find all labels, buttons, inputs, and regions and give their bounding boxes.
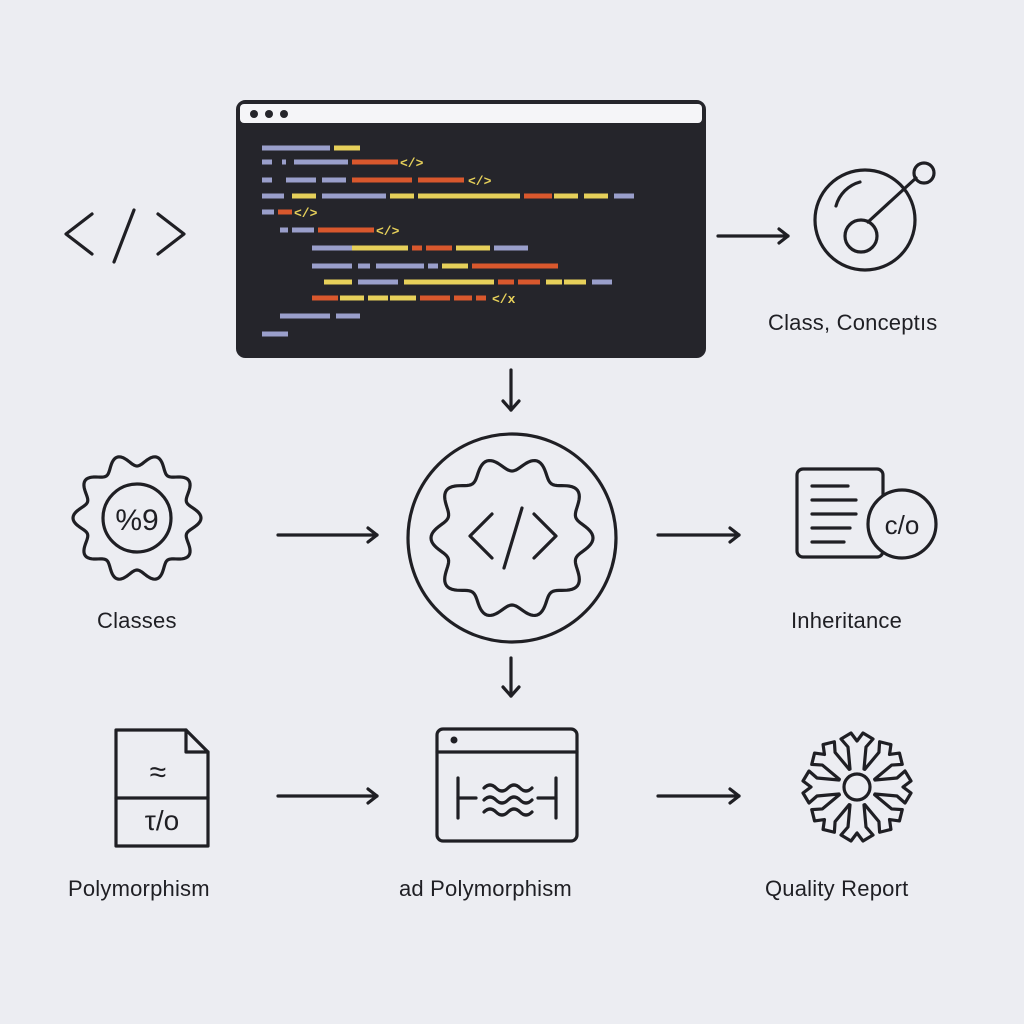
code-segment xyxy=(546,280,562,285)
code-segment xyxy=(592,280,612,285)
code-segment xyxy=(262,332,288,337)
code-segment xyxy=(292,228,314,233)
code-segment xyxy=(404,280,494,285)
code-tag-text: </> xyxy=(376,224,400,239)
browser-window-icon xyxy=(434,726,580,844)
code-segment xyxy=(454,296,472,301)
code-segment xyxy=(262,146,330,151)
code-segment xyxy=(262,210,274,215)
code-segment xyxy=(262,194,284,199)
code-segment xyxy=(340,296,364,301)
code-segment xyxy=(312,296,338,301)
code-segment xyxy=(418,194,520,199)
target-node-icon xyxy=(810,156,942,276)
code-segment xyxy=(614,194,634,199)
code-segment xyxy=(358,280,398,285)
code-editor-window: </> </> </> </> </x xyxy=(236,100,706,358)
code-segment xyxy=(352,246,408,251)
code-segment xyxy=(292,194,316,199)
code-segment xyxy=(476,296,486,301)
code-tag-text: </> xyxy=(294,206,318,221)
code-badge-icon xyxy=(404,430,620,646)
code-segment xyxy=(334,146,360,151)
code-segment xyxy=(282,160,286,165)
code-segment xyxy=(442,264,468,269)
code-segment xyxy=(324,280,352,285)
classes-glyph: %9 xyxy=(115,504,158,537)
code-segment xyxy=(286,178,316,183)
code-segment xyxy=(418,178,464,183)
code-segment xyxy=(280,314,330,319)
label-quality-report: Quality Report xyxy=(765,876,908,902)
code-segment xyxy=(352,178,412,183)
code-segment xyxy=(336,314,360,319)
arrow-window-to-quality xyxy=(656,786,744,806)
document-code-icon: c/o xyxy=(794,466,940,562)
code-segment xyxy=(412,246,422,251)
window-dot-3 xyxy=(280,110,288,118)
code-segment xyxy=(318,228,374,233)
code-segment xyxy=(322,178,346,183)
code-editor-graphic: </> </> </> </> </x xyxy=(236,100,706,358)
label-class-concepts: Class, Conceptıs xyxy=(768,310,938,336)
arrow-editor-to-center xyxy=(500,368,522,414)
code-segment xyxy=(368,296,388,301)
code-segment xyxy=(280,228,288,233)
arrow-center-to-inheritance xyxy=(656,525,744,545)
polymorphism-glyph-top: ≈ xyxy=(150,756,166,789)
code-segment xyxy=(564,280,586,285)
code-segment xyxy=(584,194,608,199)
code-tag-icon xyxy=(62,204,188,268)
arrow-polymorphism-to-window xyxy=(276,786,382,806)
code-segment xyxy=(428,264,438,269)
code-segment xyxy=(390,296,416,301)
label-ad-polymorphism: ad Polymorphism xyxy=(399,876,572,902)
code-segment xyxy=(390,194,414,199)
snowflake-gear-icon xyxy=(798,728,916,846)
code-segment xyxy=(554,194,578,199)
label-inheritance: Inheritance xyxy=(791,608,902,634)
code-segment xyxy=(524,194,552,199)
polymorphism-glyph-bottom: τ/o xyxy=(145,805,179,836)
code-tag-text: </> xyxy=(400,156,424,171)
code-segment xyxy=(376,264,424,269)
arrow-classes-to-center xyxy=(276,525,382,545)
code-segment xyxy=(352,160,398,165)
arrow-center-to-ad-polymorphism xyxy=(500,656,522,700)
label-classes: Classes xyxy=(97,608,177,634)
code-segment xyxy=(426,246,452,251)
code-segment xyxy=(518,280,540,285)
code-segment xyxy=(294,160,348,165)
label-polymorphism: Polymorphism xyxy=(68,876,210,902)
window-dot-2 xyxy=(265,110,273,118)
arrow-editor-to-concepts xyxy=(716,226,792,246)
code-segment xyxy=(278,210,292,215)
code-segment xyxy=(420,296,450,301)
code-segment xyxy=(498,280,514,285)
code-tag-text: </x xyxy=(492,292,516,307)
code-segment xyxy=(472,264,558,269)
inheritance-glyph: c/o xyxy=(885,510,920,540)
code-segment xyxy=(494,246,528,251)
gear-badge-icon: %9 xyxy=(62,448,212,588)
window-dot-1 xyxy=(250,110,258,118)
code-segment xyxy=(312,264,352,269)
code-segment xyxy=(358,264,370,269)
code-tag-text: </> xyxy=(468,174,492,189)
code-segment xyxy=(456,246,490,251)
code-segment xyxy=(262,160,272,165)
code-segment xyxy=(322,194,386,199)
file-io-icon: ≈ τ/o xyxy=(110,726,214,852)
code-segment xyxy=(262,178,272,183)
